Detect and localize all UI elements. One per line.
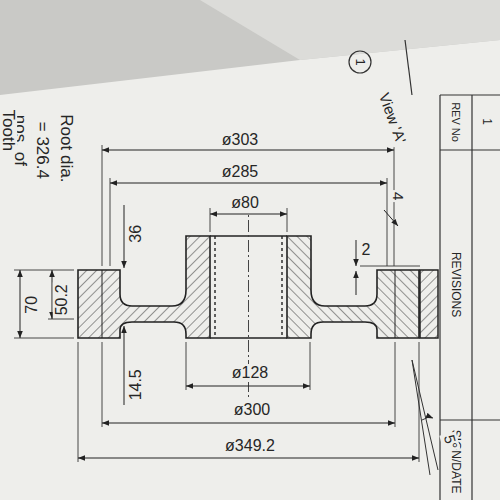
height-dimension: 36 <box>127 223 145 245</box>
diameter-dimension: ø80 <box>229 194 261 212</box>
dimension-lines <box>20 150 419 458</box>
paper-sheet-behind <box>200 0 500 60</box>
tooth-note: = 326.4 <box>33 119 52 180</box>
view-a-tooth <box>412 270 438 475</box>
sheet-number: 1 <box>353 56 367 67</box>
sheet-number-circle <box>349 51 371 73</box>
height-dimension: 70 <box>23 294 41 316</box>
tooth-note: Tooth <box>0 107 17 153</box>
revision-number: 1 <box>479 117 492 128</box>
dimension-leaders <box>124 205 398 405</box>
diameter-dimension: ø300 <box>232 401 272 419</box>
angle-dimension: 5° <box>440 431 461 453</box>
diameter-dimension: ø128 <box>230 364 270 382</box>
view-note: 4 <box>390 190 407 202</box>
height-dimension: 50.2 <box>53 282 71 317</box>
diameter-dimension: ø349.2 <box>223 437 277 455</box>
diameter-dimension: ø303 <box>220 131 260 149</box>
height-dimension: 14.5 <box>127 367 145 402</box>
step-dimension: 2 <box>360 241 373 259</box>
revision-header: REV No <box>450 100 462 144</box>
paper-sheet <box>0 40 500 500</box>
diameter-dimension: ø285 <box>220 163 260 181</box>
tooth-note: Root dia. <box>57 112 76 184</box>
revision-header: REVISIONS <box>449 250 462 319</box>
extension-lines <box>14 145 420 462</box>
title-block <box>405 40 500 500</box>
